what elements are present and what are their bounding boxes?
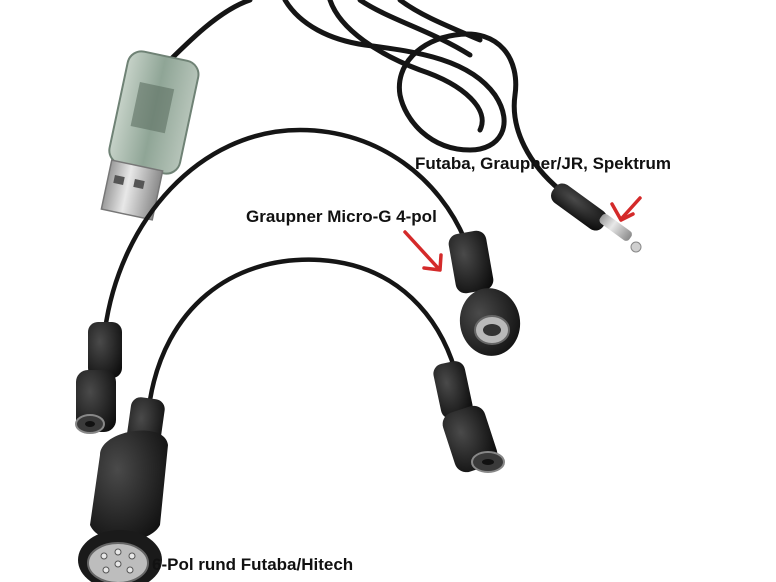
jack-plug: [551, 183, 642, 253]
jack-socket-left: [75, 322, 122, 434]
adapter-cable-1: [102, 127, 468, 333]
red-arrow-icon: [403, 230, 443, 272]
din-plug: [78, 397, 168, 582]
label-futaba-graupner-spektrum: Futaba, Graupner/JR, Spektrum: [415, 154, 671, 173]
label-graupner-micro-g: Graupner Micro-G 4-pol: [246, 207, 437, 226]
usb-adapter-icon: [100, 50, 200, 221]
jack-socket-right: [433, 361, 505, 473]
label-6pol-din: 6-Pol rund Futaba/Hitech: [152, 555, 354, 574]
red-arrow-icon: [610, 196, 642, 222]
usb-cable: [157, 0, 603, 228]
adapter-cable-2: [147, 257, 458, 403]
micro-g-plug: [448, 230, 521, 356]
